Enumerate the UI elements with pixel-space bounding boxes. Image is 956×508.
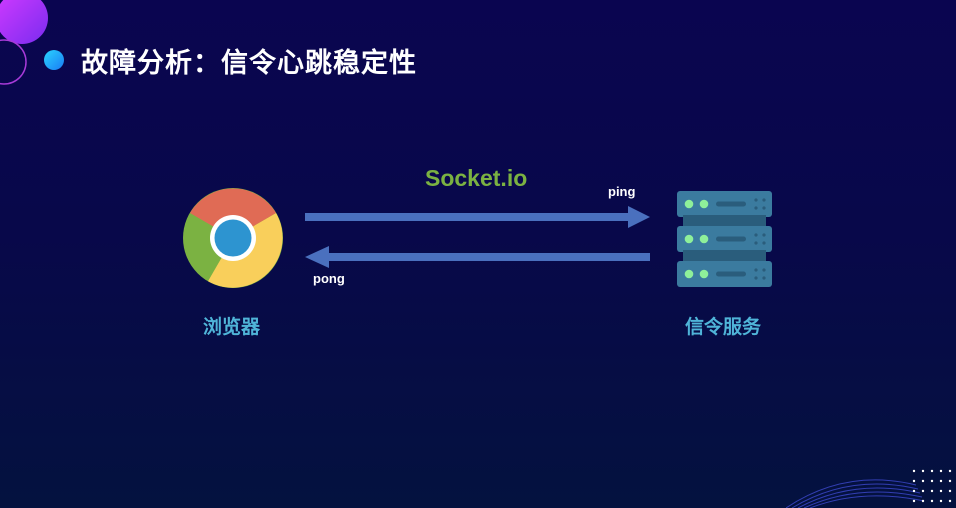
ping-arrow [305,206,650,228]
protocol-label: Socket.io [425,165,528,191]
browser-label: 浏览器 [203,316,261,338]
corner-decoration [0,0,48,85]
chrome-icon [183,188,283,288]
bullet-dot-icon [44,50,64,70]
slide-title: 故障分析：信令心跳稳定性 [81,47,417,79]
corner-decoration-bottom [786,469,952,508]
slide-header: 故障分析：信令心跳稳定性 [44,40,417,80]
server-label: 信令服务 [685,316,762,338]
ping-label: ping [608,184,636,199]
pong-label: pong [313,271,345,286]
server-stack-icon [677,191,772,287]
pong-arrow [305,246,650,268]
